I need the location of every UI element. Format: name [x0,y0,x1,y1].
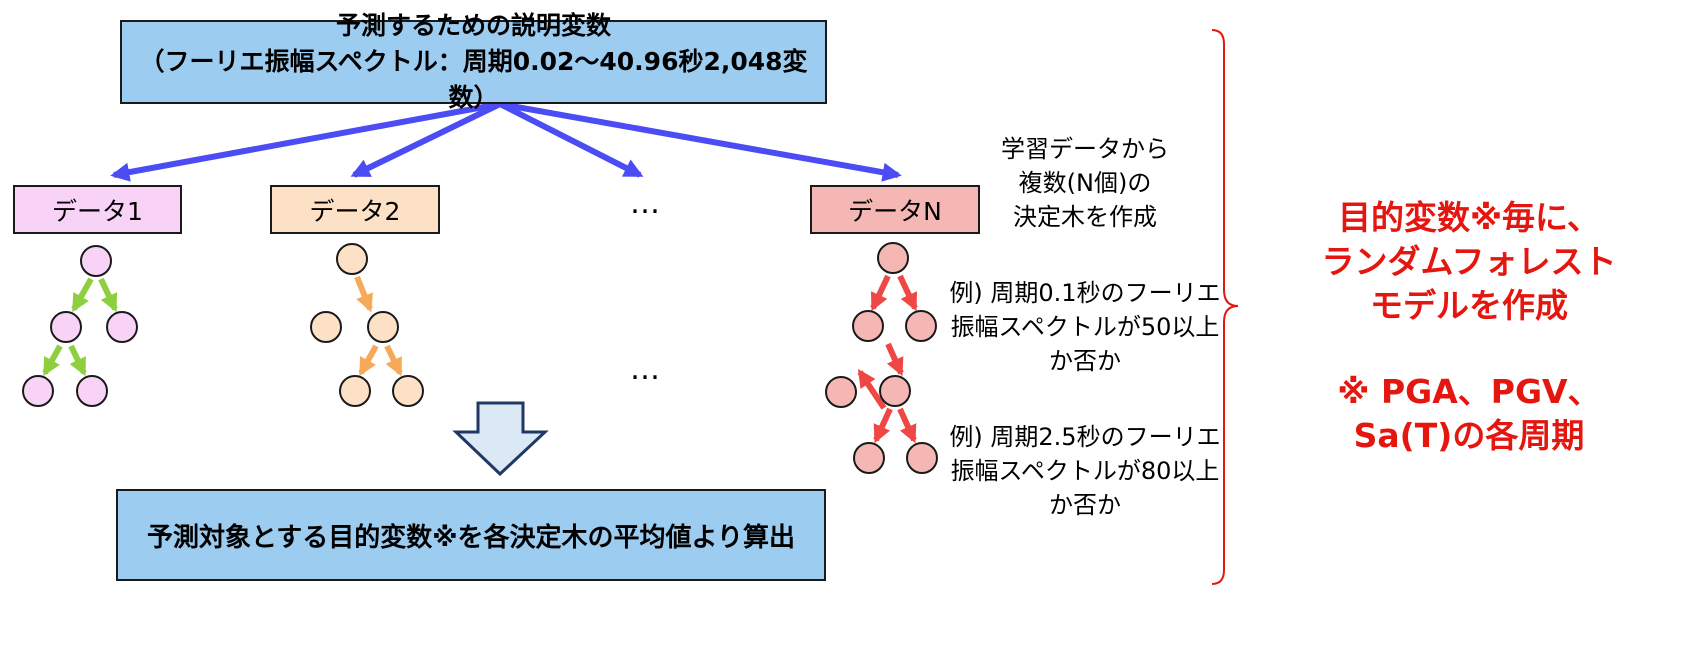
decision-tree-1 [22,245,138,407]
decision-tree-2 [310,243,424,407]
tree-node [339,375,371,407]
tree-node [852,310,884,342]
tree-node [392,375,424,407]
ellipsis-middle: … [630,352,662,387]
split-example-2: 例) 周期2.5秒のフーリエ 振幅スペクトルが80以上 か否か [949,423,1221,519]
tree-node [50,311,82,343]
target-variables-note: ※ PGA、PGV、 Sa(T)の各周期 [1337,372,1601,455]
explanatory-variables-box: 予測するための説明変数 （フーリエ振幅スペクトル：周期0.02～40.96秒2,… [120,11,827,112]
prediction-output-box: 予測対象とする目的変数※を各決定木の平均値より算出 [116,489,826,581]
data-box-1-label: データ1 [52,196,143,226]
data-box-n-label: データN [848,196,942,226]
decision-tree-n [825,242,938,474]
tree-node [76,375,108,407]
data-box-2-label: データ2 [309,196,401,226]
tree-node [367,311,399,343]
data-box-2: データ2 [270,185,440,234]
ellipsis-top: … [630,186,662,221]
tree-node [905,310,937,342]
tree-node [106,311,138,343]
tree-node [22,375,54,407]
data-box-1: データ1 [13,185,182,234]
data-box-n: データN [810,185,980,234]
random-forest-summary: 目的変数※毎に、 ランダムフォレスト モデルを作成 [1321,198,1617,325]
tree-node [825,376,857,408]
split-example-1: 例) 周期0.1秒のフーリエ 振幅スペクトルが50以上 か否か [949,279,1221,375]
tree-node [80,245,112,277]
tree-node [906,442,938,474]
tree-node [877,242,909,274]
big-down-arrow [452,401,549,477]
tree-node [336,243,368,275]
explanatory-variables-title: 予測するための説明変数 [335,11,611,40]
explanatory-variables-detail: （フーリエ振幅スペクトル：周期0.02～40.96秒2,048変数） [139,47,808,112]
fan-out-arrows [110,101,902,182]
arrow-to-ellipsis [498,101,644,178]
learning-data-note: 学習データから 複数(N個)の 決定木を作成 [1001,135,1169,231]
prediction-output-text: 予測対象とする目的変数※を各決定木の平均値より算出 [147,522,795,553]
arrow-to-data-1 [110,101,501,182]
arrow-to-data-2 [350,101,502,178]
arrow-to-data-n [499,101,902,182]
tree-node [879,375,911,407]
right-curly-brace [1211,29,1239,585]
tree-node [310,311,342,343]
tree-node [853,442,885,474]
